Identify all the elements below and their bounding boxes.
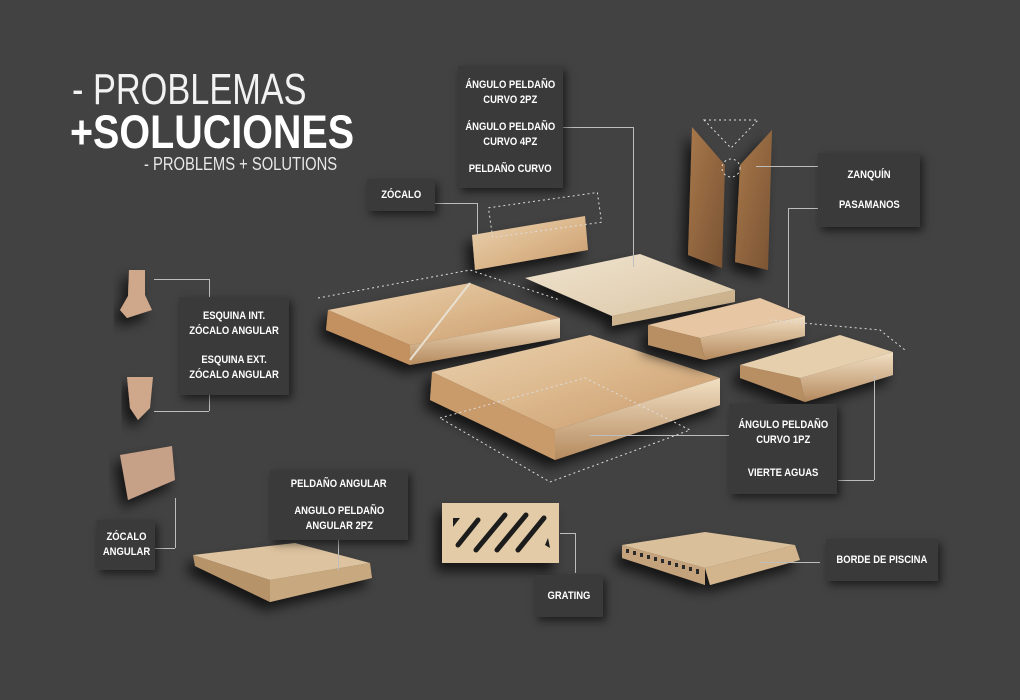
- connector-line: [590, 435, 730, 436]
- connector-line: [760, 562, 820, 563]
- label-box-zocalo: ZÓCALO: [367, 179, 435, 211]
- esquina-int-piece: [120, 270, 152, 318]
- label-text: ESQUINA EXT.: [201, 354, 267, 366]
- label-box-peldano-angular: PELDAÑO ANGULAR ANGULO PELDAÑO ANGULAR 2…: [270, 470, 408, 540]
- pasamanos-tile: [648, 298, 805, 360]
- label-box-zanquin-pasamanos: ZANQUÍN PASAMANOS: [818, 153, 920, 227]
- label-text: VIERTE AGUAS: [747, 466, 819, 479]
- connector-line: [563, 127, 633, 128]
- zocalo-tile: [472, 216, 588, 270]
- label-text: ÁNGULO PELDAÑO: [465, 120, 556, 133]
- title-problemas: - PROBLEMAS: [72, 65, 307, 114]
- peldano-curvo-tile: [525, 254, 735, 326]
- label-text: CURVO 1PZ: [756, 433, 810, 446]
- connector-line: [154, 279, 209, 280]
- label-text: ZÓCALO: [381, 189, 421, 201]
- connector-line: [154, 411, 209, 412]
- zanquin-tile: [688, 127, 772, 270]
- label-text: GRATING: [547, 590, 591, 602]
- label-box-grating: GRATING: [535, 575, 603, 617]
- connector-line: [209, 395, 210, 411]
- connector-line: [756, 166, 820, 167]
- label-text: CURVO 4PZ: [483, 135, 538, 148]
- label-text: PELDAÑO ANGULAR: [291, 477, 387, 490]
- grating-tile: [442, 503, 559, 563]
- connector-line: [788, 208, 820, 209]
- angulo-peldano-angular-tile: [326, 282, 560, 365]
- label-text: PASAMANOS: [838, 199, 900, 211]
- label-text: ZÓCALO ANGULAR: [189, 325, 279, 337]
- connector-line: [560, 533, 575, 534]
- connector-line: [175, 498, 176, 548]
- label-text: ESQUINA INT.: [202, 310, 266, 322]
- label-box-borde-de-piscina: BORDE DE PISCINA: [826, 539, 938, 581]
- vierte-aguas-tile: [740, 335, 893, 402]
- label-text: ANGULAR: [102, 546, 150, 558]
- borde-piscina-tile: [622, 532, 800, 585]
- label-text: ANGULAR 2PZ: [305, 519, 373, 532]
- title-soluciones: +SOLUCIONES: [70, 105, 355, 158]
- label-text: PELDAÑO CURVO: [469, 162, 552, 175]
- connector-line: [433, 203, 478, 204]
- label-text: ZÓCALO ANGULAR: [189, 369, 279, 381]
- connector-line: [874, 375, 875, 480]
- connector-line: [477, 203, 478, 235]
- zocalo-angular-piece: [120, 446, 175, 500]
- connector-line: [338, 540, 339, 570]
- connector-line: [155, 548, 175, 549]
- label-text: BORDE DE PISCINA: [836, 554, 928, 566]
- connector-line: [633, 127, 634, 267]
- connector-line: [788, 208, 789, 308]
- peldano-angular-tile: [193, 543, 372, 602]
- connector-line: [838, 480, 874, 481]
- label-text: ZÓCALO: [106, 531, 146, 543]
- label-text: ÁNGULO PELDAÑO: [465, 78, 556, 91]
- connector-line: [209, 279, 210, 297]
- label-box-zocalo-angular: ZÓCALO ANGULAR: [97, 520, 155, 570]
- label-box-angulo-peldano-curvo: ÁNGULO PELDAÑO CURVO 2PZ ÁNGULO PELDAÑO …: [458, 66, 563, 188]
- label-text: ZANQUÍN: [847, 169, 891, 181]
- label-box-esquina-zocalo-angular: ESQUINA INT. ZÓCALO ANGULAR ESQUINA EXT.…: [179, 297, 289, 395]
- label-box-vierte-aguas: ÁNGULO PELDAÑO CURVO 1PZ VIERTE AGUAS: [729, 404, 837, 494]
- label-text: CURVO 2PZ: [483, 93, 538, 106]
- title-subtitle-english: - PROBLEMS + SOLUTIONS: [144, 154, 338, 174]
- angulo-peldano-curvo-1pz-tile: [430, 335, 720, 460]
- label-text: ÁNGULO PELDAÑO: [738, 418, 828, 431]
- label-text: ANGULO PELDAÑO: [294, 504, 384, 517]
- connector-line: [575, 533, 576, 573]
- esquina-ext-piece: [127, 377, 153, 420]
